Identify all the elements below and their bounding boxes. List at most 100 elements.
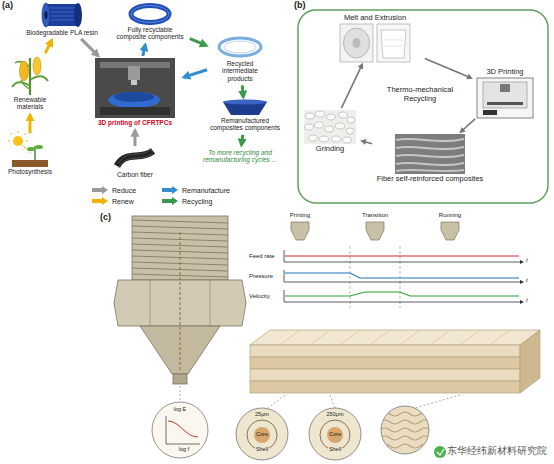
process-plot xyxy=(285,255,519,256)
image-slot xyxy=(10,135,50,167)
step-caption: Photosynthesis xyxy=(3,168,57,175)
pla-spool-illustration xyxy=(42,3,50,27)
modulus-inset xyxy=(166,416,200,444)
process-step: Recycled intermediate products xyxy=(209,35,271,83)
flow-arrow xyxy=(461,119,476,132)
layer-texture-inset xyxy=(380,436,430,440)
printed-part-illustration xyxy=(250,330,540,393)
process-plot xyxy=(284,250,520,302)
step-caption: Grinding xyxy=(302,145,358,154)
modulus-inset xyxy=(168,421,198,437)
printer-illustration xyxy=(487,102,523,105)
step-caption: 3D printing of CFRTPCs xyxy=(90,119,180,126)
photosynthesis-illustration xyxy=(35,145,43,149)
carbon-fiber-illustration xyxy=(117,149,153,168)
sem-composite-illustration xyxy=(396,139,464,171)
pellets-illustration xyxy=(304,110,356,144)
layer-texture-inset xyxy=(380,420,430,424)
panel-letter: (b) xyxy=(294,0,306,10)
watermark-logo xyxy=(437,449,444,455)
photosynthesis-illustration xyxy=(8,131,48,167)
part-label: Shell xyxy=(328,446,342,452)
flow-arrow xyxy=(341,64,362,108)
process-step: Renewable materials xyxy=(2,55,58,112)
watermark-logo xyxy=(434,446,446,458)
zoom-leader-lines xyxy=(268,395,285,408)
process-plot xyxy=(520,260,524,264)
image-slot xyxy=(42,2,82,28)
process-plot xyxy=(520,280,524,284)
layer-texture-inset xyxy=(380,412,430,416)
part-label: Core xyxy=(255,431,269,437)
remanufactured-part-illustration xyxy=(223,100,267,105)
flow-arrow xyxy=(242,85,243,97)
image-slot xyxy=(10,55,50,95)
printer-photo-illustration xyxy=(95,58,175,118)
axis-label: t xyxy=(526,297,528,304)
printer-illustration xyxy=(483,82,527,108)
process-step: Biodegradable PLA resin xyxy=(21,2,103,37)
filament-photo-illustration xyxy=(353,38,361,48)
process-plot xyxy=(285,273,519,278)
printer-illustration xyxy=(483,110,497,115)
pellets-illustration xyxy=(332,136,341,142)
pellets-illustration xyxy=(336,123,345,129)
pellets-illustration xyxy=(305,124,314,130)
part-label: Shell xyxy=(255,446,269,452)
step-caption: Carbon fiber xyxy=(108,171,162,178)
flow-arrow xyxy=(184,70,207,77)
image-slot xyxy=(395,134,465,174)
pla-spool-illustration xyxy=(46,4,78,26)
layer-texture-inset xyxy=(380,406,430,454)
process-step: Melt and Extrusion xyxy=(327,13,423,62)
composite-ring-illustration xyxy=(131,6,169,23)
printer-photo-illustration xyxy=(128,66,140,80)
flow-arrow xyxy=(134,130,137,146)
step-caption: To more recycling and remanufacturing cy… xyxy=(193,149,287,164)
sem-composite-illustration xyxy=(395,134,465,174)
image-slot xyxy=(95,58,175,118)
printer-illustration xyxy=(500,84,510,92)
pellets-illustration xyxy=(304,110,356,144)
legend-entry: Renew xyxy=(92,197,134,205)
process-label: Thermo-mechanical Recycling xyxy=(383,86,457,103)
process-step: Carbon fiber xyxy=(107,148,163,179)
flow-arrow xyxy=(45,40,52,53)
process-step: Remanufactured composites components xyxy=(203,100,287,133)
legend-entry: Remanufacture xyxy=(162,186,230,194)
flow-arrow xyxy=(190,39,206,46)
image-slot xyxy=(477,78,533,118)
stage-nozzle-icons xyxy=(291,222,309,240)
dimension-label: 250μm xyxy=(327,411,344,417)
photosynthesis-illustration xyxy=(12,160,48,167)
core-shell-inset xyxy=(236,408,288,460)
step-caption: 3D Printing xyxy=(475,68,535,77)
process-step: Fiber self-reinforced composites xyxy=(374,134,486,185)
legend-text: Renew xyxy=(112,198,134,205)
pla-spool-illustration xyxy=(42,3,82,27)
flow-arrow xyxy=(143,45,145,56)
process-step: Fully recyclable composite components xyxy=(112,3,188,42)
nozzle-illustration xyxy=(180,232,181,370)
zoom-leader-lines xyxy=(330,395,335,408)
process-plot xyxy=(284,246,524,308)
corn-illustration xyxy=(33,57,41,75)
core-shell-inset xyxy=(309,408,361,460)
pellets-illustration xyxy=(316,111,325,117)
stage-label: Transition xyxy=(362,212,388,219)
legend-swatch xyxy=(162,186,179,194)
pellets-illustration xyxy=(306,113,315,119)
image-slot xyxy=(222,100,268,116)
legend-swatch xyxy=(162,197,179,205)
printer-photo-illustration xyxy=(114,92,154,102)
corn-illustration xyxy=(21,80,30,89)
printed-part-illustration xyxy=(520,330,540,393)
legend-text: Remanufacture xyxy=(182,187,230,194)
pla-spool-illustration xyxy=(74,3,82,27)
process-step: Grinding xyxy=(301,110,359,155)
carbon-fiber-illustration xyxy=(118,149,153,168)
printed-part-illustration xyxy=(250,381,520,393)
core-shell-inset xyxy=(309,408,361,460)
remanufactured-part-illustration xyxy=(223,100,267,116)
